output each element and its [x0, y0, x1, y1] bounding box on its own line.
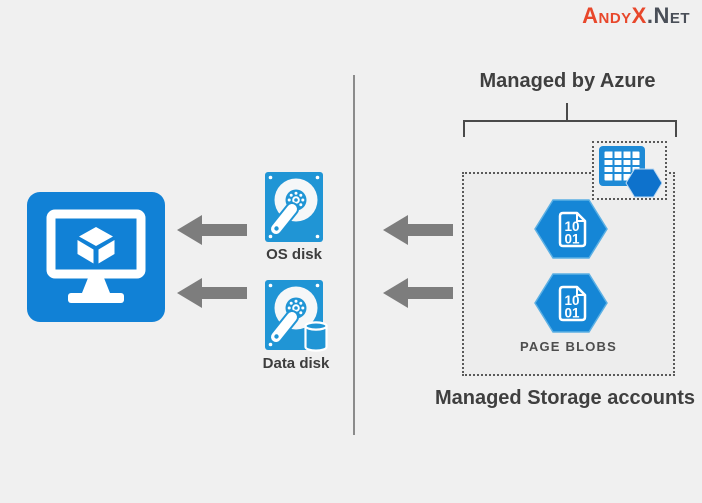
page-blobs-label: PAGE BLOBS: [520, 339, 617, 354]
managed-storage-accounts-label: Managed Storage accounts: [434, 387, 696, 409]
watermark-suffix: .Net: [646, 3, 690, 28]
bracket-stem: [566, 103, 568, 121]
data-disk-icon: [265, 280, 331, 354]
left-arrow-storage-to-os: [383, 215, 453, 245]
bracket-right-leg: [675, 120, 677, 137]
os-disk-label: OS disk: [266, 246, 322, 263]
vm-monitor-cube-icon: [27, 192, 165, 322]
hard-disk-icon: [265, 172, 323, 242]
blob-digits-bottom: 01: [564, 232, 580, 247]
managed-by-azure-heading: Managed by Azure: [479, 70, 656, 92]
bracket-left-leg: [463, 120, 465, 137]
left-arrow-os-to-vm: [177, 215, 247, 245]
section-divider-line: [353, 75, 355, 435]
watermark-brand: AndyX: [582, 3, 647, 28]
page-blob-hexagon-icon: 10 01: [534, 273, 608, 333]
blob-digits-top: 10: [564, 219, 579, 234]
azure-vm-icon: [27, 192, 165, 322]
bracket-bar: [463, 120, 677, 122]
page-blob-hexagon-icon: 10 01: [534, 199, 608, 259]
left-arrow-storage-to-data: [383, 278, 453, 308]
data-disk-label: Data disk: [262, 355, 330, 372]
storage-account-table-hexagon-icon: [599, 146, 662, 198]
database-cylinder: [304, 321, 328, 352]
watermark: AndyX.Net: [582, 3, 690, 29]
blob-digits-bottom: 01: [564, 306, 580, 321]
left-arrow-data-to-vm: [177, 278, 247, 308]
os-disk-icon: [265, 172, 323, 242]
blob-digits-top: 10: [564, 293, 579, 308]
hard-disk-database-icon: [265, 280, 328, 352]
